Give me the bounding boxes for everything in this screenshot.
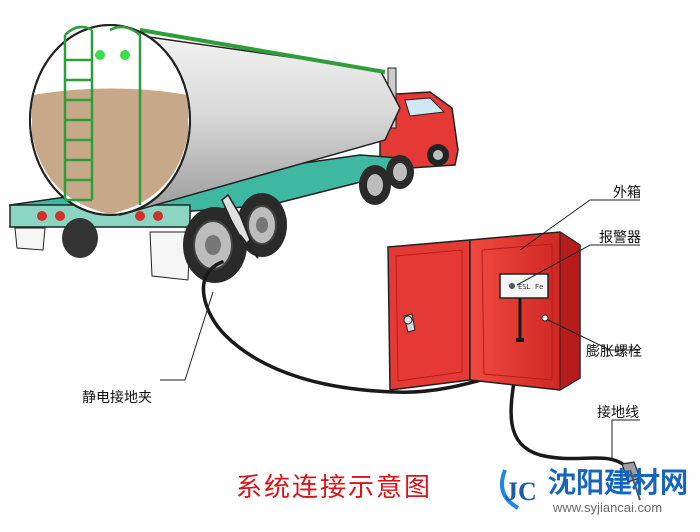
tail-light-right [135, 211, 145, 221]
leader-outer-box [519, 199, 640, 251]
leader-alarm [516, 244, 640, 286]
tail-light-left [37, 211, 47, 221]
label-static-clamp: 静电接地夹 [82, 389, 152, 406]
label-expansion-bolt: 膨胀螺栓 [586, 343, 642, 360]
indicator-light-right [120, 50, 130, 60]
alarm-device: ESL Fe [499, 273, 549, 299]
label-ground-wire: 接地线 [597, 404, 639, 421]
ground-clip [621, 461, 641, 501]
indicator-light-left [95, 50, 105, 60]
alarm-led [509, 283, 515, 289]
watermark-logo-icon: JC [500, 469, 537, 510]
box-door [387, 239, 471, 391]
diagram-title: 系统连接示意图 [236, 473, 432, 503]
ladder [63, 25, 142, 205]
door-handle [403, 313, 416, 333]
leader-expansion-bolt [547, 319, 640, 351]
leader-ground-wire [611, 419, 640, 460]
mid-wheel-1 [359, 165, 391, 205]
leader-static-clamp [160, 291, 214, 381]
mudflap-left [14, 227, 46, 251]
watermark-site-name: 沈阳建材网 [548, 466, 688, 499]
label-alarm: 报警器 [599, 230, 641, 246]
clamp-cable [201, 260, 512, 394]
label-outer-box: 外箱 [613, 185, 641, 201]
alarm-display-text: ESL Fe [518, 283, 543, 291]
tank-top-rail [139, 28, 386, 74]
outer-box: ESL Fe [387, 231, 581, 391]
mid-wheel-2 [386, 155, 414, 189]
tank [29, 24, 401, 216]
expansion-bolt [541, 314, 549, 322]
leader-lines [160, 199, 640, 460]
watermark: JC 沈阳建材网 www.syjiancai.com [500, 466, 688, 515]
static-clamp [221, 193, 259, 259]
mudflap-right [149, 231, 191, 281]
watermark-url: www.syjiancai.com [552, 500, 662, 515]
svg-text:JC: JC [505, 477, 537, 506]
rear-wheel-1 [183, 207, 247, 283]
